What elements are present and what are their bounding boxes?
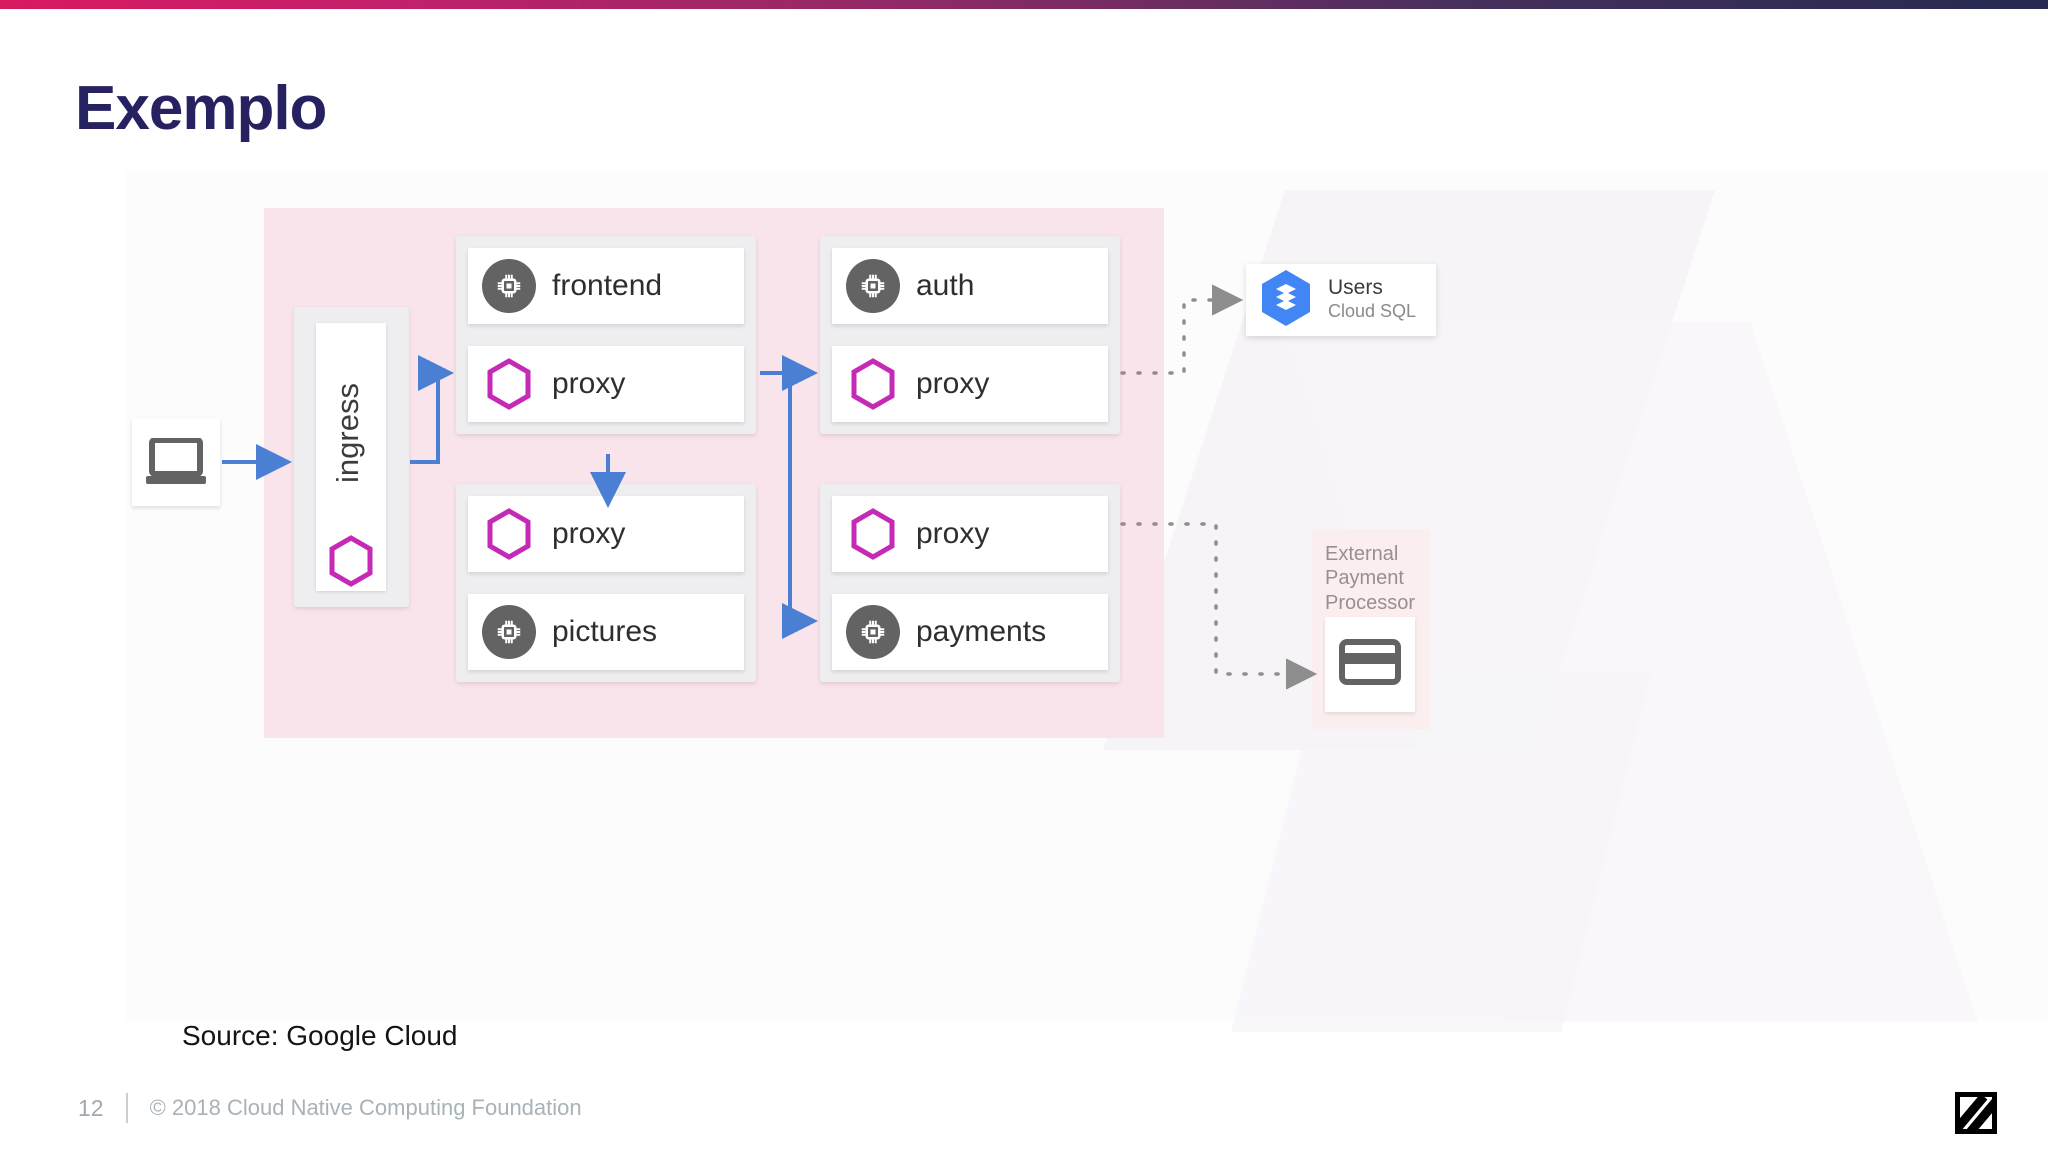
cloud-sql-hexagon-icon [1258, 268, 1314, 333]
footer: 12 © 2018 Cloud Native Computing Foundat… [78, 1093, 582, 1123]
container-label: auth [916, 269, 975, 302]
pod-auth[interactable]: auth proxy [820, 236, 1120, 434]
container-label: frontend [552, 269, 663, 302]
container-card-proxy[interactable]: proxy [468, 346, 744, 422]
pod-pictures[interactable]: proxy pictures [456, 484, 776, 702]
source-note: Source: Google Cloud [182, 1020, 458, 1051]
container-label: proxy [916, 517, 990, 550]
chip-icon [482, 259, 536, 313]
container-label: payments [916, 615, 1047, 648]
epp-label-line-1: External [1325, 543, 1399, 565]
container-label: proxy [552, 517, 626, 550]
epp-label-line-3: Processor [1325, 591, 1416, 614]
chip-icon [846, 605, 900, 659]
client-laptop-box [132, 418, 220, 506]
page-title: Exemplo [75, 74, 327, 143]
hexagon-icon [846, 357, 900, 411]
container-label: pictures [552, 615, 658, 648]
users-text-block: Users Cloud SQL [1328, 276, 1416, 324]
ingress-label: ingress [330, 383, 365, 483]
container-card-auth[interactable]: auth [832, 248, 1108, 324]
container-card-frontend[interactable]: frontend [468, 248, 744, 324]
epp-label-line-2: Payment [1325, 567, 1404, 590]
hexagon-icon [328, 535, 374, 592]
chip-icon [482, 605, 536, 659]
cncf-logo-placeholder-icon [1955, 1092, 1997, 1134]
external-payment-processor[interactable]: External Payment Processor [1312, 529, 1430, 729]
container-card-proxy[interactable]: proxy [468, 496, 744, 572]
ingress-card: ingress [316, 323, 386, 591]
container-card-pictures[interactable]: pictures [468, 594, 744, 670]
footer-divider [125, 1093, 128, 1123]
container-label: proxy [552, 367, 626, 400]
external-users-cloud-sql[interactable]: Users Cloud SQL [1246, 264, 1436, 336]
container-card-proxy[interactable]: proxy [832, 346, 1108, 422]
container-label: proxy [916, 367, 990, 400]
credit-card-icon [1339, 639, 1401, 690]
accent-gradient-bar [0, 0, 2048, 9]
users-title: Users [1328, 276, 1383, 300]
hexagon-icon [482, 507, 536, 561]
chip-icon [846, 259, 900, 313]
external-payment-processor-label: External Payment Processor [1325, 542, 1415, 615]
copyright-text: © 2018 Cloud Native Computing Foundation [149, 1095, 582, 1120]
pod-payments[interactable]: proxy payments [820, 484, 1120, 682]
hexagon-icon [482, 357, 536, 411]
users-subtitle: Cloud SQL [1328, 301, 1417, 322]
pod-frontend[interactable]: frontend proxy [456, 236, 776, 454]
container-card-proxy[interactable]: proxy [832, 496, 1108, 572]
credit-card-box [1325, 617, 1415, 712]
page-number: 12 [78, 1094, 104, 1121]
diagram-canvas: ingress [126, 172, 2048, 1032]
ingress-pod[interactable]: ingress [294, 307, 409, 607]
container-card-payments[interactable]: payments [832, 594, 1108, 670]
hexagon-icon [846, 507, 900, 561]
